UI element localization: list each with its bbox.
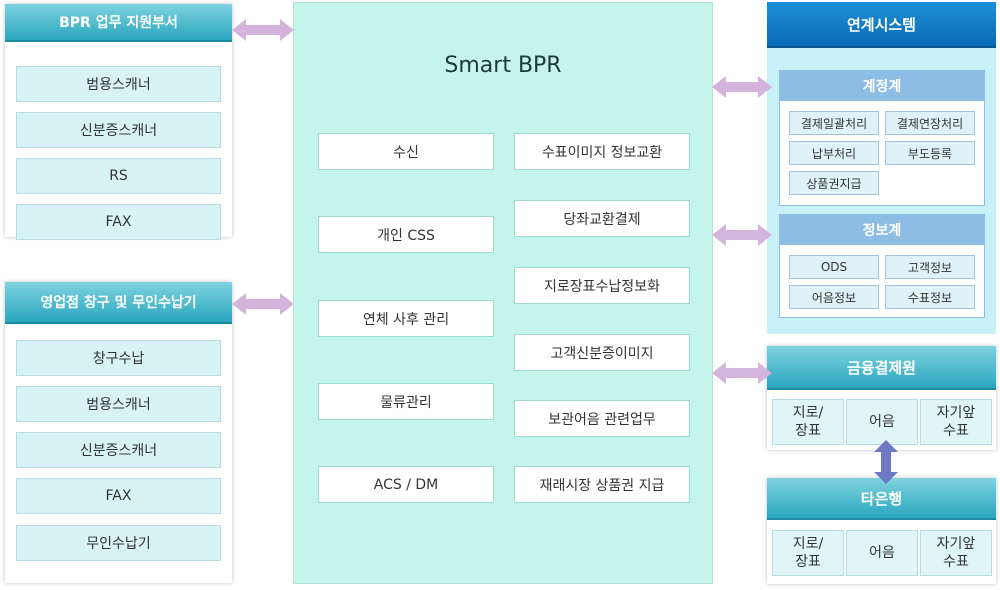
dept-item: 신분증스캐너: [16, 112, 221, 148]
dept-panel: BPR 업무 지원부서 범용스캐너 신분증스캐너 RS FAX: [5, 4, 232, 240]
accounting-item: 결제일괄처리: [789, 111, 879, 135]
function-box: 당좌교환결제: [514, 200, 690, 237]
smart-bpr-panel: Smart BPR 수신 개인 CSS 연체 사후 관리 물류관리 ACS / …: [293, 2, 713, 584]
information-system-title: 정보계: [780, 215, 984, 245]
smart-bpr-title: Smart BPR: [444, 53, 562, 78]
accounting-item: 결제연장처리: [885, 111, 975, 135]
accounting-item: 납부처리: [789, 141, 879, 165]
information-item: 고객정보: [885, 255, 975, 279]
branch-item: 신분증스캐너: [16, 432, 221, 468]
information-item: ODS: [789, 255, 879, 279]
function-box: 지로장표수납정보화: [514, 267, 690, 304]
double-arrow-shape: [232, 19, 294, 41]
clearing-item: 지로/ 장표: [772, 399, 844, 445]
double-arrow-icon: [712, 224, 772, 246]
function-box: 재래시장 상품권 지급: [514, 466, 690, 503]
dept-item: FAX: [16, 204, 221, 240]
information-item: 어음정보: [789, 285, 879, 309]
function-box: 개인 CSS: [318, 216, 494, 253]
other-bank-item: 지로/ 장표: [772, 530, 844, 576]
accounting-item: 부도등록: [885, 141, 975, 165]
information-item: 수표정보: [885, 285, 975, 309]
branch-item: 범용스캐너: [16, 386, 221, 422]
branch-item: 무인수납기: [16, 525, 221, 561]
double-arrow-icon: [232, 19, 294, 41]
accounting-system-title: 계정계: [780, 71, 984, 101]
dept-panel-title: BPR 업무 지원부서: [5, 4, 232, 42]
function-box: 수신: [318, 133, 494, 170]
branch-panel: 영업점 창구 및 무인수납기 창구수납 범용스캐너 신분증스캐너 FAX 무인수…: [5, 282, 232, 583]
clearing-house-title: 금융결제원: [767, 346, 996, 390]
linked-systems-panel: 연계시스템 계정계 결제일괄처리 결제연장처리 납부처리 부도등록 상품권지급 …: [767, 2, 996, 334]
branch-item: FAX: [16, 478, 221, 514]
double-arrow-shape: [712, 76, 772, 98]
clearing-item: 어음: [846, 399, 918, 445]
linked-systems-title: 연계시스템: [767, 2, 996, 48]
clearing-item: 자기앞 수표: [920, 399, 992, 445]
function-box: 수표이미지 정보교환: [514, 133, 690, 170]
clearing-house-panel: 금융결제원 지로/ 장표 어음 자기앞 수표: [767, 346, 996, 450]
function-box: ACS / DM: [318, 466, 494, 503]
double-arrow-shape: [232, 293, 294, 315]
accounting-item: 상품권지급: [789, 171, 879, 195]
double-arrow-shape: [712, 224, 772, 246]
dept-item: 범용스캐너: [16, 66, 221, 102]
information-system: 정보계 ODS 고객정보 어음정보 수표정보: [779, 214, 985, 318]
dept-item: RS: [16, 158, 221, 194]
other-bank-title: 타은행: [767, 478, 996, 520]
branch-panel-title: 영업점 창구 및 무인수납기: [5, 282, 232, 324]
other-bank-item: 자기앞 수표: [920, 530, 992, 576]
double-arrow-icon: [712, 76, 772, 98]
other-bank-panel: 타은행 지로/ 장표 어음 자기앞 수표: [767, 478, 996, 584]
function-box: 고객신분증이미지: [514, 334, 690, 371]
double-arrow-shape: [712, 362, 772, 384]
vertical-arrow-shape: [874, 440, 898, 484]
function-box: 보관어음 관련업무: [514, 400, 690, 437]
double-arrow-icon: [232, 293, 294, 315]
double-arrow-icon: [712, 362, 772, 384]
accounting-system: 계정계 결제일괄처리 결제연장처리 납부처리 부도등록 상품권지급: [779, 70, 985, 206]
function-box: 물류관리: [318, 383, 494, 420]
vertical-double-arrow-icon: [874, 440, 898, 484]
function-box: 연체 사후 관리: [318, 300, 494, 337]
branch-item: 창구수납: [16, 340, 221, 376]
other-bank-item: 어음: [846, 530, 918, 576]
